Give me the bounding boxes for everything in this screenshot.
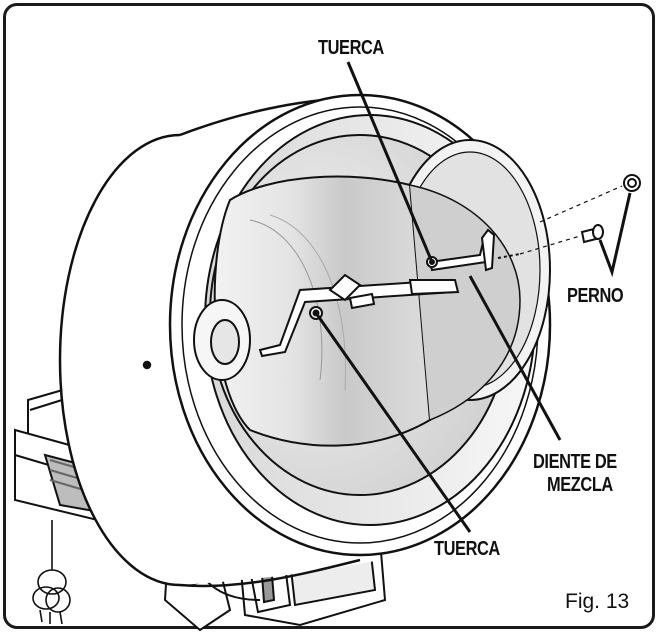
- leader-lines: [314, 61, 632, 533]
- power-cord: [32, 520, 71, 625]
- label-mixing-blade-line2: MEZCLA: [547, 474, 613, 496]
- label-nut-bottom: TUERCA: [434, 538, 500, 560]
- label-nut-top: TUERCA: [318, 37, 384, 59]
- mixing-blades: [258, 228, 521, 358]
- drum-interior: [193, 134, 551, 496]
- label-mixing-blade-line1: DIENTE DE: [533, 451, 617, 473]
- figure-number: Fig. 13: [565, 590, 630, 613]
- bolts: [519, 174, 641, 255]
- label-bolt: PERNO: [567, 285, 624, 307]
